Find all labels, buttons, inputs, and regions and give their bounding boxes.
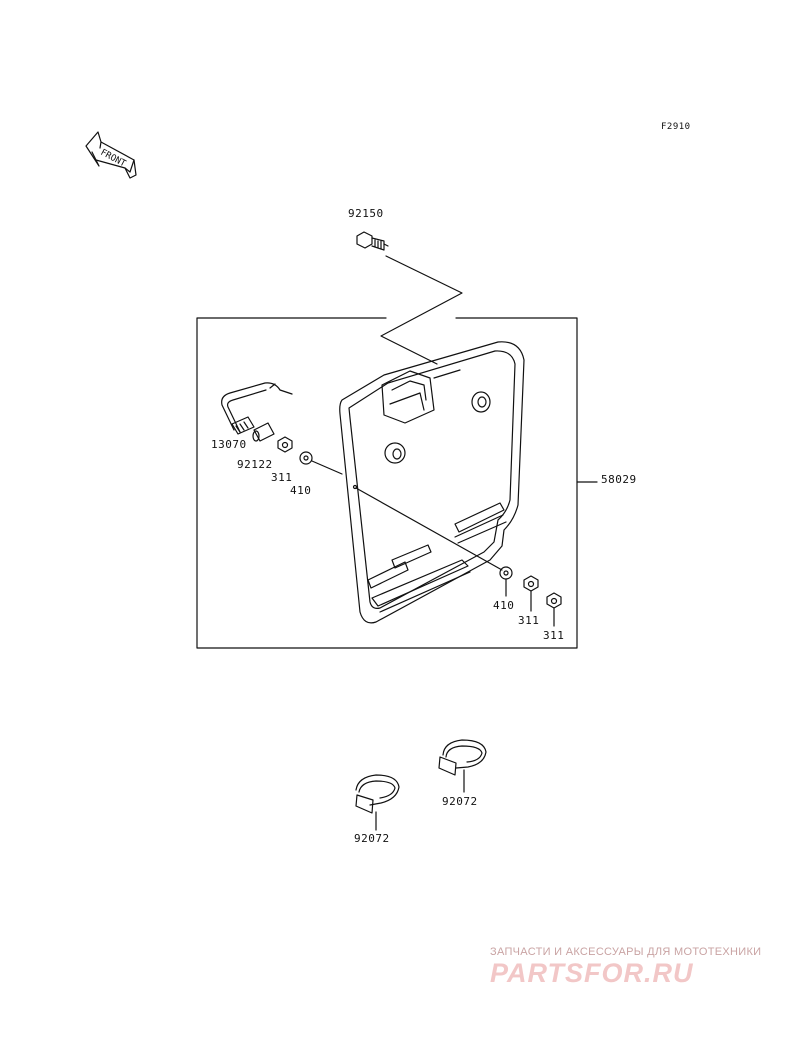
leader-92150 bbox=[380, 255, 463, 365]
part-label-92072-right: 92072 bbox=[442, 795, 478, 808]
cable-tie-92072-right bbox=[438, 739, 487, 776]
collar-92122 bbox=[252, 422, 275, 442]
bolt-92150 bbox=[356, 231, 389, 251]
nut-311-left bbox=[277, 436, 293, 453]
part-label-311-right-b: 311 bbox=[543, 629, 565, 642]
part-label-92072-left: 92072 bbox=[354, 832, 390, 845]
kit-frame bbox=[196, 317, 578, 649]
cable-tie-92072-left bbox=[355, 774, 400, 814]
washer-410-right bbox=[499, 566, 513, 580]
washer-410-left bbox=[299, 451, 313, 465]
part-label-311-right-a: 311 bbox=[518, 614, 540, 627]
part-label-58029: 58029 bbox=[601, 473, 637, 486]
part-label-92150: 92150 bbox=[348, 207, 384, 220]
watermark-logo: PARTSFOR.RU bbox=[490, 958, 694, 988]
part-label-92122: 92122 bbox=[237, 458, 273, 471]
leader-right-hardware bbox=[355, 487, 503, 571]
diagram-code: F2910 bbox=[661, 122, 691, 132]
part-label-13070: 13070 bbox=[211, 438, 247, 451]
number-plate bbox=[339, 341, 525, 624]
watermark-tagline: ЗАПЧАСТИ И АКСЕССУАРЫ ДЛЯ МОТОТЕХНИКИ bbox=[490, 946, 762, 958]
part-label-410-left: 410 bbox=[290, 484, 312, 497]
front-arrow-text: FRONT bbox=[99, 148, 128, 170]
part-label-311-left: 311 bbox=[271, 471, 293, 484]
wire-bracket-13070 bbox=[221, 382, 293, 435]
front-arrow-icon bbox=[85, 131, 137, 179]
nut-311-right-b bbox=[546, 592, 562, 609]
part-label-410-right: 410 bbox=[493, 599, 515, 612]
nut-311-right-a bbox=[523, 575, 539, 592]
leader-410-left bbox=[311, 460, 343, 475]
